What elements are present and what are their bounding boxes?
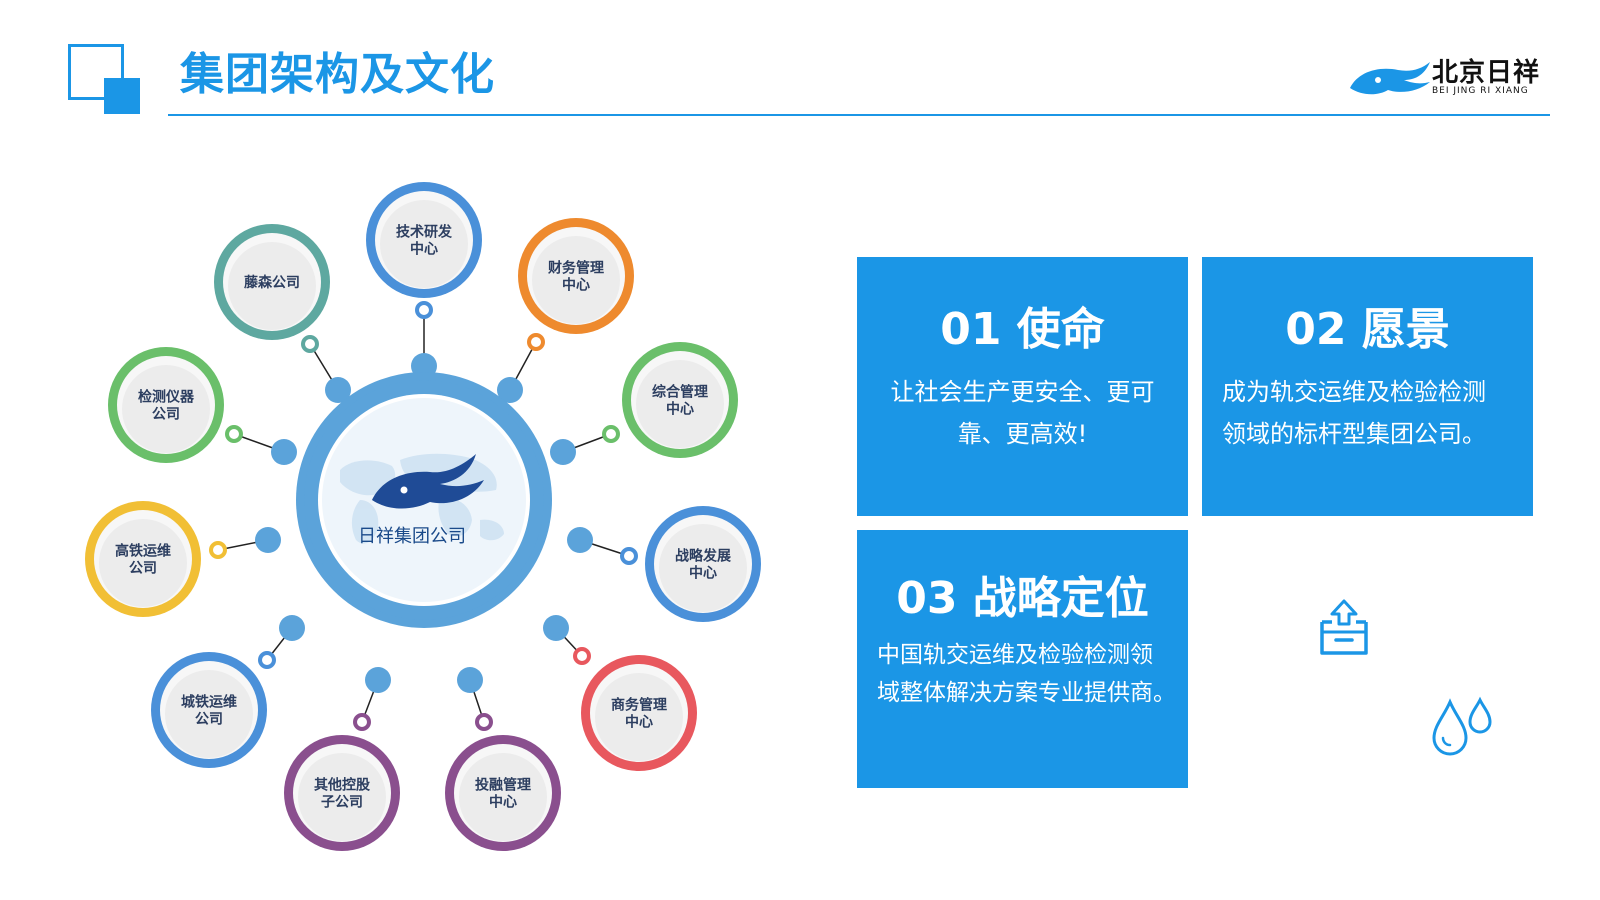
node-label-line: 综合管理 (652, 384, 708, 401)
hub-gear-tooth (457, 667, 483, 693)
mission-title: 01 使命 (940, 304, 1105, 355)
vision-body-line-2: 领域的标杆型集团公司。 (1222, 420, 1486, 448)
box-upload-icon (1320, 599, 1368, 655)
node-connector (225, 425, 243, 443)
hub-gear-tooth (255, 527, 281, 553)
node-label-line: 高铁运维 (115, 543, 171, 560)
mission-body-line-1: 让社会生产更安全、更可 (890, 378, 1155, 406)
node-label-line: 商务管理 (611, 697, 667, 714)
strategy-title: 03 战略定位 (896, 573, 1149, 624)
node-connector (602, 425, 620, 443)
node-label-line: 子公司 (321, 795, 363, 811)
logo-subtitle: BEI JING RI XIANG (1432, 86, 1529, 96)
node-face-shade (228, 242, 316, 330)
node-label-line: 中心 (689, 565, 717, 582)
hub-label: 日祥集团公司 (358, 526, 466, 547)
node-connector (527, 333, 545, 351)
hub-gear-tooth (567, 527, 593, 553)
strategy-body-line-2: 域整体解决方案专业提供商。 (877, 680, 1176, 706)
node-label-line: 中心 (489, 794, 517, 811)
corner-mark-fill (104, 78, 140, 114)
node-face-shade (99, 519, 187, 607)
node-face-shade (165, 670, 253, 758)
logo-name: 北京日祥 (1432, 58, 1541, 88)
node-face-shade (122, 365, 210, 453)
node-label-line: 中心 (625, 714, 653, 731)
corner-mark-outline (68, 44, 124, 100)
hub-gear-tooth (543, 615, 569, 641)
node-tengsen: 藤森公司 (214, 224, 330, 353)
node-label-line: 其他控股 (314, 777, 371, 794)
node-connector (415, 301, 433, 319)
header-divider (168, 114, 1550, 116)
water-drops-icon (1432, 696, 1492, 756)
node-label-line: 公司 (152, 407, 180, 423)
node-connector (258, 651, 276, 669)
hub-gear-tooth (497, 377, 523, 403)
mission-body-line-2: 靠、更高效! (957, 420, 1088, 448)
mission-panel: 01 使命 让社会生产更安全、更可 靠、更高效! (857, 257, 1188, 516)
node-label-line: 检测仪器 (138, 389, 195, 406)
vision-panel: 02 愿景 成为轨交运维及检验检测 领域的标杆型集团公司。 (1202, 257, 1533, 516)
strategy-body: 中国轨交运维及检验检测领 域整体解决方案专业提供商。 (857, 636, 1188, 712)
node-label-line: 中心 (562, 277, 590, 294)
logo-icon (1350, 62, 1430, 95)
node-label-line: 城铁运维 (181, 694, 237, 711)
hub: 日祥集团公司 (304, 380, 544, 620)
node-label-line: 中心 (666, 401, 694, 418)
node-connector (209, 541, 227, 559)
org-diagram: 日祥集团公司 技术研发中心财务管理中心综合管理中心战略发展中心商务管理中心投融管… (85, 182, 761, 851)
node-label-line: 公司 (195, 712, 223, 728)
mission-body: 让社会生产更安全、更可 靠、更高效! (857, 371, 1188, 455)
node-label-line: 战略发展 (675, 548, 731, 565)
hub-gear-tooth (279, 615, 305, 641)
node-face-shade (459, 753, 547, 841)
hub-logo-icon (372, 454, 484, 509)
strategy-body-line-1: 中国轨交运维及检验检测领 (877, 642, 1153, 668)
node-face-shade (595, 673, 683, 761)
company-logo: 北京日祥 BEI JING RI XIANG (1348, 48, 1548, 104)
node-face-shade (380, 200, 468, 288)
node-connector (301, 335, 319, 353)
node-connector (475, 713, 493, 731)
page-title: 集团架构及文化 (180, 49, 495, 100)
hub-gear-tooth (550, 439, 576, 465)
node-label-line: 公司 (129, 561, 157, 577)
node-label-line: 投融管理 (475, 777, 531, 794)
hub-gear-tooth (325, 377, 351, 403)
vision-title: 02 愿景 (1285, 304, 1450, 355)
hub-gear-tooth (365, 667, 391, 693)
node-connector (620, 547, 638, 565)
node-face-shade (532, 236, 620, 324)
node-label-line: 藤森公司 (244, 274, 300, 291)
node-connector (573, 647, 591, 665)
node-face-shade (636, 360, 724, 448)
node-label-line: 技术研发 (396, 224, 453, 241)
vision-body-line-1: 成为轨交运维及检验检测 (1222, 378, 1486, 406)
diagram-nodes: 技术研发中心财务管理中心综合管理中心战略发展中心商务管理中心投融管理中心其他控股… (85, 182, 761, 851)
node-face-shade (298, 753, 386, 841)
node-connector (353, 713, 371, 731)
node-label-line: 中心 (410, 241, 438, 258)
node-face-shade (659, 524, 747, 612)
hub-gear-tooth (271, 439, 297, 465)
strategy-panel: 03 战略定位 中国轨交运维及检验检测领 域整体解决方案专业提供商。 (857, 530, 1188, 788)
vision-body: 成为轨交运维及检验检测 领域的标杆型集团公司。 (1202, 371, 1533, 455)
node-label-line: 财务管理 (547, 260, 604, 277)
